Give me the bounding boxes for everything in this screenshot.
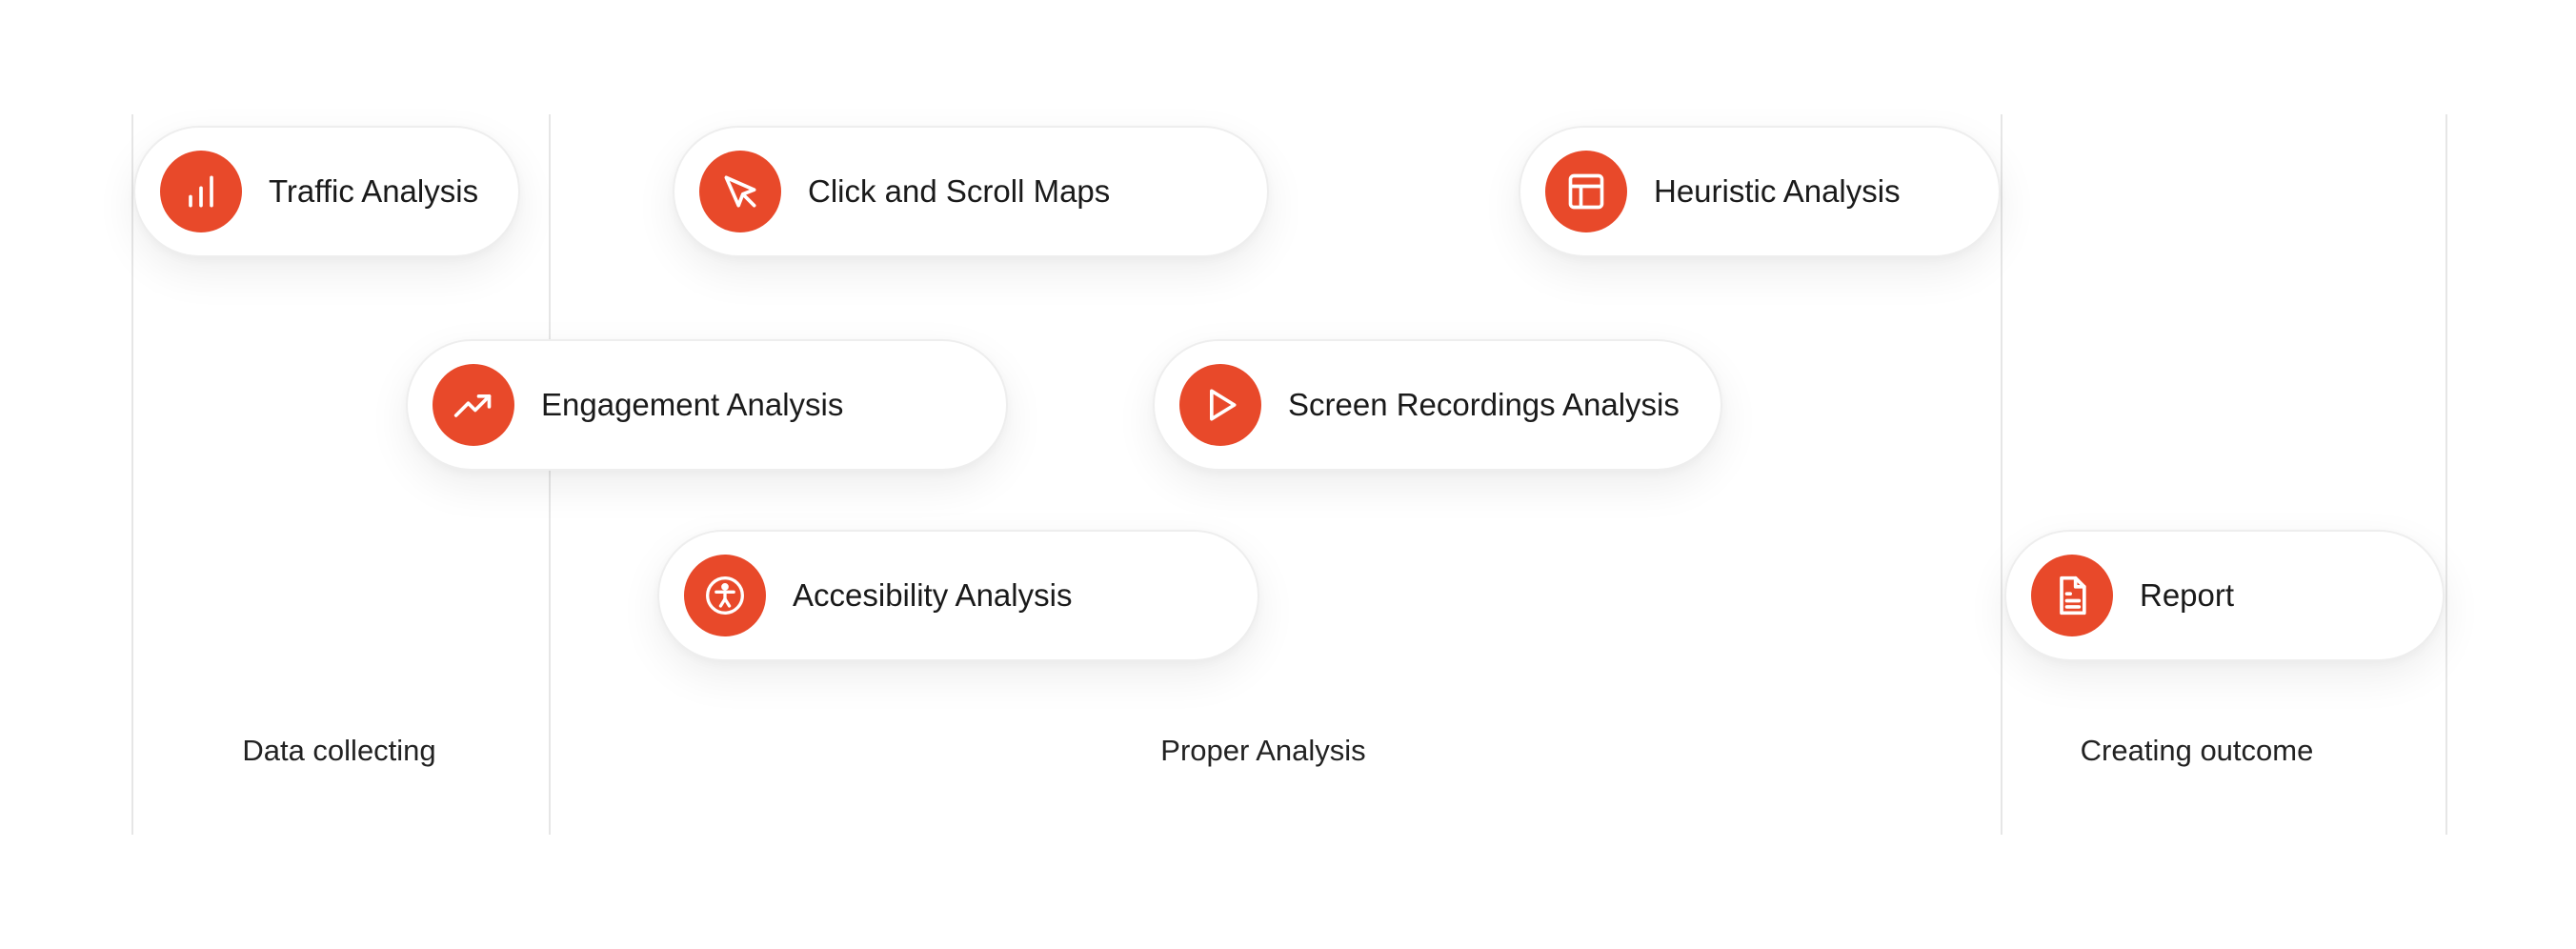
phase-label-data-collecting: Data collecting: [242, 734, 436, 767]
step-engagement-analysis: Engagement Analysis: [406, 339, 1008, 471]
step-traffic-analysis: Traffic Analysis: [133, 126, 520, 257]
step-label: Click and Scroll Maps: [808, 173, 1111, 209]
step-label: Report: [2140, 577, 2235, 613]
step-accessibility-analysis: Accesibility Analysis: [657, 530, 1259, 661]
play-icon: [1179, 364, 1261, 446]
step-label: Screen Recordings Analysis: [1288, 387, 1680, 422]
phase-label-creating-outcome: Creating outcome: [2080, 734, 2314, 767]
step-label: Accesibility Analysis: [793, 577, 1073, 613]
layout-icon: [1545, 151, 1627, 232]
cursor-pointer-icon: [699, 151, 781, 232]
step-click-scroll-maps: Click and Scroll Maps: [673, 126, 1269, 257]
phase-divider: [2001, 114, 2002, 835]
step-label: Traffic Analysis: [269, 173, 479, 209]
accessibility-icon: [684, 555, 766, 636]
trending-up-icon: [433, 364, 514, 446]
document-icon: [2031, 555, 2113, 636]
step-screen-recordings-analysis: Screen Recordings Analysis: [1153, 339, 1722, 471]
step-label: Engagement Analysis: [541, 387, 844, 422]
bar-chart-icon: [160, 151, 242, 232]
phase-label-proper-analysis: Proper Analysis: [1160, 734, 1366, 767]
phase-divider: [2445, 114, 2447, 835]
phase-divider: [131, 114, 133, 835]
step-heuristic-analysis: Heuristic Analysis: [1519, 126, 2001, 257]
phase-divider: [549, 114, 551, 835]
step-report: Report: [2004, 530, 2445, 661]
step-label: Heuristic Analysis: [1654, 173, 1901, 209]
